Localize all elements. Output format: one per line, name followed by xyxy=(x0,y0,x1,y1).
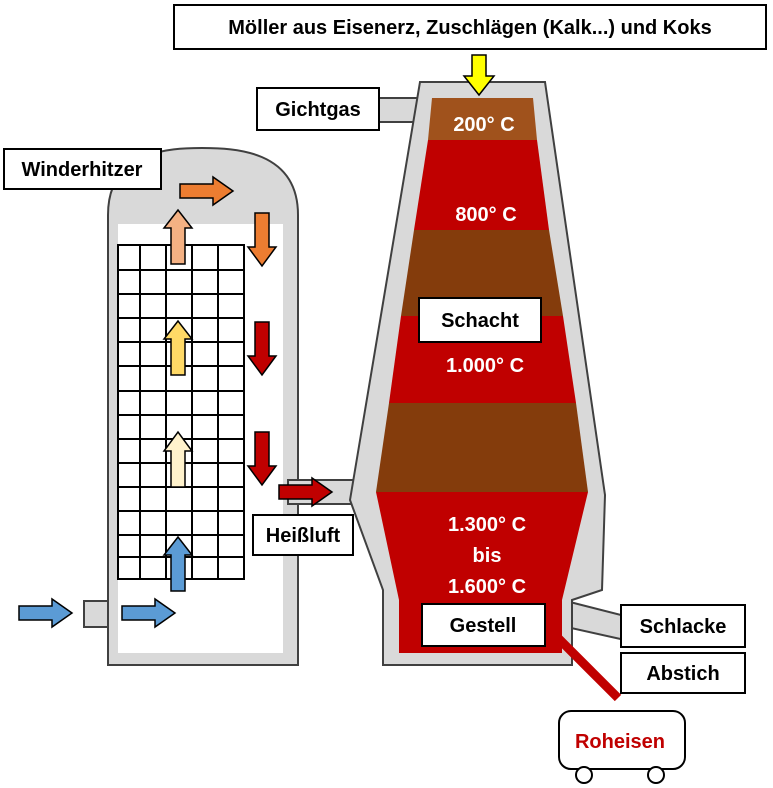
gestell-label: Gestell xyxy=(450,615,517,637)
heissluft-box: Heißluft xyxy=(252,514,354,556)
title-box: Möller aus Eisenerz, Zuschlägen (Kalk...… xyxy=(173,4,767,50)
layer-800 xyxy=(414,140,549,230)
roheisen-wagon: Roheisen xyxy=(558,710,686,784)
arrow-down-orange xyxy=(246,212,278,268)
wagon-wheel-right xyxy=(647,766,665,784)
abstich-label: Abstich xyxy=(646,663,719,685)
title-text: Möller aus Eisenerz, Zuschlägen (Kalk...… xyxy=(228,17,711,39)
temp-bis: bis xyxy=(473,545,502,567)
arrow-cold-air-in-2 xyxy=(121,597,177,629)
wagon-wheel-left xyxy=(575,766,593,784)
arrow-cold-air-in-1 xyxy=(18,597,74,629)
arrow-up-peach xyxy=(162,208,194,265)
layer-brown-2 xyxy=(376,403,588,492)
roheisen-label: Roheisen xyxy=(575,731,665,753)
arrows xyxy=(18,54,496,629)
gichtgas-label: Gichtgas xyxy=(275,99,361,121)
arrow-up-cream xyxy=(162,430,194,488)
blast-furnace xyxy=(287,81,626,702)
winderhitzer-label: Winderhitzer xyxy=(22,159,143,181)
gestell-box: Gestell xyxy=(421,603,546,647)
arrow-moeller-input xyxy=(462,54,496,97)
temp-1600: 1.600° C xyxy=(448,576,526,598)
abstich-box: Abstich xyxy=(620,652,746,694)
winderhitzer-box: Winderhitzer xyxy=(3,148,162,190)
temp-1000: 1.000° C xyxy=(446,355,524,377)
arrow-hot-air xyxy=(278,476,334,508)
temp-200: 200° C xyxy=(453,114,514,136)
schlacke-box: Schlacke xyxy=(620,604,746,648)
temp-1300: 1.300° C xyxy=(448,514,526,536)
schlacke-label: Schlacke xyxy=(640,616,727,638)
arrow-down-darkred-2 xyxy=(246,431,278,487)
schacht-box: Schacht xyxy=(418,297,542,343)
schacht-label: Schacht xyxy=(441,310,519,332)
temperature-labels: 200° C 800° C 1.000° C 1.300° C bis 1.60… xyxy=(446,114,526,598)
heissluft-label: Heißluft xyxy=(266,525,341,547)
arrow-right-orange xyxy=(179,175,235,207)
arrow-up-yellow xyxy=(162,319,194,376)
temp-800: 800° C xyxy=(455,204,516,226)
arrow-down-darkred-1 xyxy=(246,321,278,377)
arrow-up-blue xyxy=(162,535,194,592)
layer-brown-1 xyxy=(401,230,563,316)
layer-200 xyxy=(428,98,537,140)
gichtgas-box: Gichtgas xyxy=(256,87,380,131)
